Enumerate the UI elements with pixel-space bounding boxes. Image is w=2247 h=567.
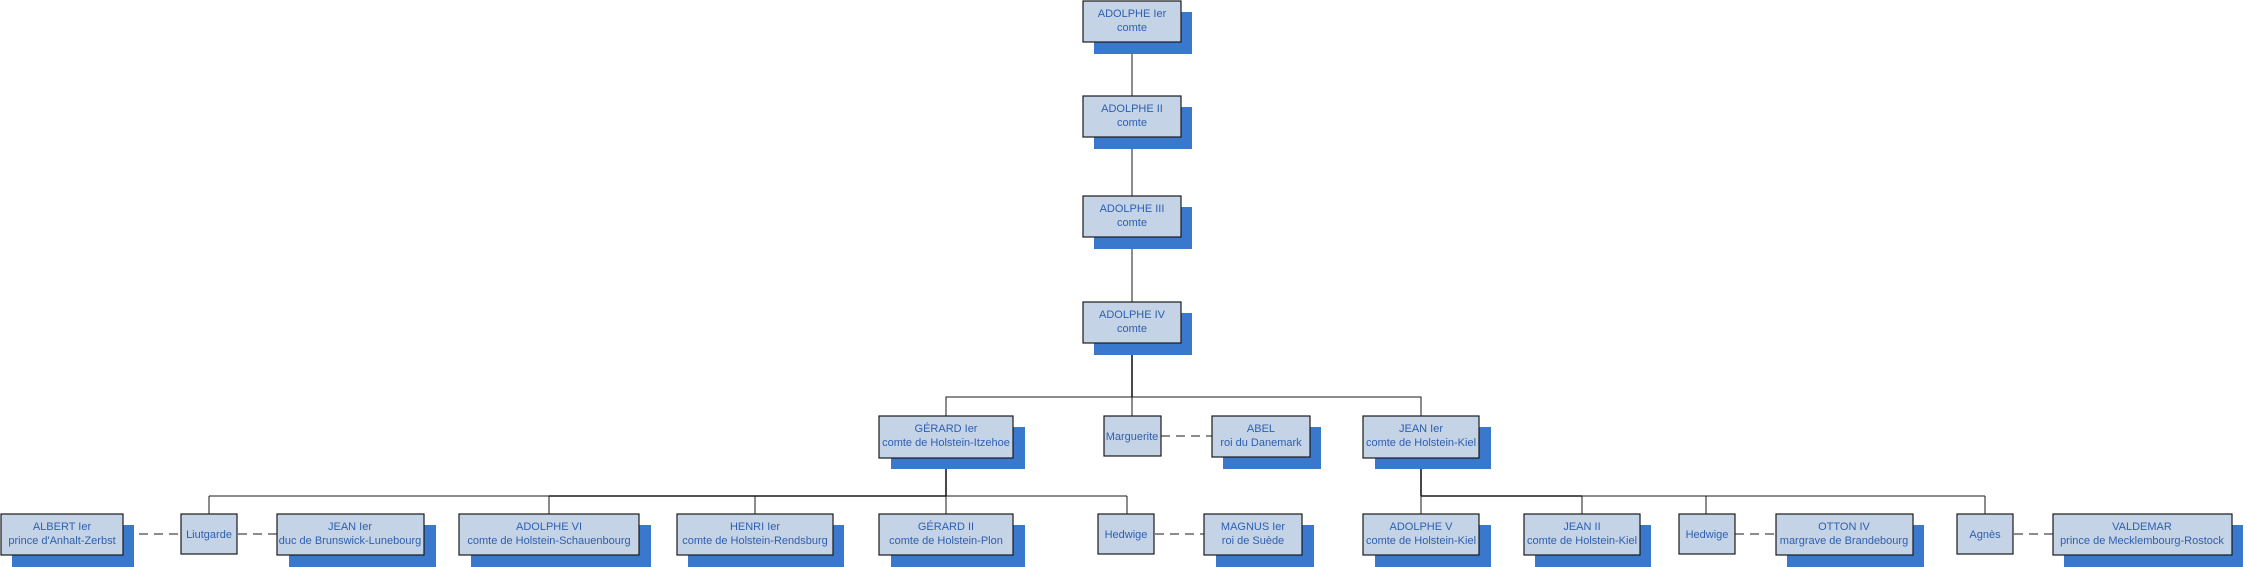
- node-name: GÉRARD II: [918, 520, 974, 533]
- node-box: [1082, 0, 1182, 43]
- node-box: [1956, 513, 2014, 555]
- node-name: ADOLPHE Ier: [1098, 8, 1167, 20]
- node-hedwige2[interactable]: Hedwige: [1678, 513, 1736, 555]
- node-albert1[interactable]: ALBERT Ier prince d'Anhalt-Zerbst: [0, 513, 134, 567]
- node-name: JEAN Ier: [1399, 423, 1443, 435]
- node-abel[interactable]: ABEL roi du Danemark: [1211, 415, 1321, 469]
- node-box: [1097, 513, 1155, 555]
- node-name: ADOLPHE IV: [1099, 309, 1166, 321]
- node-name: ADOLPHE V: [1390, 521, 1454, 533]
- node-title: comte de Holstein-Plon: [889, 535, 1003, 547]
- node-gerard2[interactable]: GÉRARD II comte de Holstein-Plon: [878, 513, 1025, 567]
- node-title: comte: [1117, 117, 1147, 129]
- node-box: [878, 415, 1014, 459]
- link-gen5-bar: [945, 396, 1422, 416]
- node-adolphe1[interactable]: ADOLPHE Ier comte: [1082, 0, 1192, 54]
- node-name: JEAN Ier: [328, 521, 372, 533]
- node-title: prince d'Anhalt-Zerbst: [8, 535, 115, 547]
- node-name: ADOLPHE II: [1101, 103, 1163, 115]
- node-title: comte: [1117, 217, 1147, 229]
- node-name: JEAN II: [1563, 521, 1600, 533]
- node-title: comte de Holstein-Kiel: [1527, 535, 1637, 547]
- node-title: prince de Mecklembourg-Rostock: [2060, 535, 2224, 547]
- node-title: comte de Holstein-Kiel: [1366, 437, 1476, 449]
- node-liutgarde[interactable]: Liutgarde: [180, 513, 238, 555]
- node-marguerite[interactable]: Marguerite: [1103, 415, 1162, 457]
- node-box: [1082, 301, 1182, 344]
- node-title: comte de Holstein-Schauenbourg: [467, 535, 630, 547]
- node-name: ABEL: [1247, 423, 1275, 435]
- node-title: roi du Danemark: [1220, 437, 1302, 449]
- node-box: [1211, 415, 1311, 458]
- node-box: [1678, 513, 1736, 555]
- node-otton4[interactable]: OTTON IV margrave de Brandebourg: [1775, 513, 1924, 567]
- node-title: comte: [1117, 323, 1147, 335]
- node-box: [1082, 195, 1182, 238]
- node-title: comte de Holstein-Kiel: [1366, 535, 1476, 547]
- node-name: GÉRARD Ier: [915, 422, 978, 435]
- node-hedwige1[interactable]: Hedwige: [1097, 513, 1155, 555]
- node-magnus1[interactable]: MAGNUS Ier roi de Suède: [1203, 513, 1314, 567]
- node-name: Marguerite: [1106, 431, 1159, 443]
- node-box: [180, 513, 238, 555]
- node-box: [276, 513, 425, 556]
- node-adolphe6[interactable]: ADOLPHE VI comte de Holstein-Schauenbour…: [458, 513, 651, 567]
- node-box: [1103, 415, 1162, 457]
- node-title: margrave de Brandebourg: [1780, 535, 1908, 547]
- node-name: MAGNUS Ier: [1221, 521, 1286, 533]
- node-title: comte de Holstein-Rendsburg: [682, 535, 828, 547]
- node-adolphe4[interactable]: ADOLPHE IV comte: [1082, 301, 1192, 355]
- node-title: comte de Holstein-Itzehoe: [882, 437, 1010, 449]
- node-name: Hedwige: [1686, 529, 1729, 541]
- node-box: [1362, 513, 1480, 556]
- node-box: [0, 513, 124, 556]
- node-name: VALDEMAR: [2112, 521, 2172, 533]
- node-name: ADOLPHE III: [1100, 203, 1165, 215]
- node-name: ALBERT Ier: [33, 521, 92, 533]
- node-henri1[interactable]: HENRI Ier comte de Holstein-Rendsburg: [676, 513, 844, 567]
- node-box: [458, 513, 640, 556]
- node-name: Hedwige: [1105, 529, 1148, 541]
- node-box: [676, 513, 834, 556]
- node-jean2[interactable]: JEAN II comte de Holstein-Kiel: [1523, 513, 1651, 567]
- node-box: [1362, 415, 1480, 459]
- node-adolphe5[interactable]: ADOLPHE V comte de Holstein-Kiel: [1362, 513, 1491, 567]
- node-name: ADOLPHE VI: [516, 521, 582, 533]
- node-agnes[interactable]: Agnès: [1956, 513, 2014, 555]
- node-title: roi de Suède: [1222, 535, 1284, 547]
- node-box: [1775, 513, 1914, 556]
- node-title: comte: [1117, 22, 1147, 34]
- node-name: Agnès: [1969, 529, 2001, 541]
- node-jean1kiel[interactable]: JEAN Ier comte de Holstein-Kiel: [1362, 415, 1491, 469]
- node-box: [1082, 95, 1182, 138]
- node-box: [1523, 513, 1641, 556]
- node-name: Liutgarde: [186, 529, 232, 541]
- connectors: [124, 42, 2053, 535]
- node-valdemar[interactable]: VALDEMAR prince de Mecklembourg-Rostock: [2052, 513, 2243, 567]
- node-box: [1203, 513, 1303, 556]
- node-box: [2052, 513, 2233, 556]
- node-name: HENRI Ier: [730, 521, 780, 533]
- node-adolphe3[interactable]: ADOLPHE III comte: [1082, 195, 1192, 249]
- node-adolphe2[interactable]: ADOLPHE II comte: [1082, 95, 1192, 149]
- node-jean1brun[interactable]: JEAN Ier duc de Brunswick-Lunebourg: [276, 513, 436, 567]
- node-name: OTTON IV: [1818, 521, 1870, 533]
- node-box: [878, 513, 1014, 556]
- node-gerard1[interactable]: GÉRARD Ier comte de Holstein-Itzehoe: [878, 415, 1025, 469]
- node-title: duc de Brunswick-Lunebourg: [279, 535, 421, 547]
